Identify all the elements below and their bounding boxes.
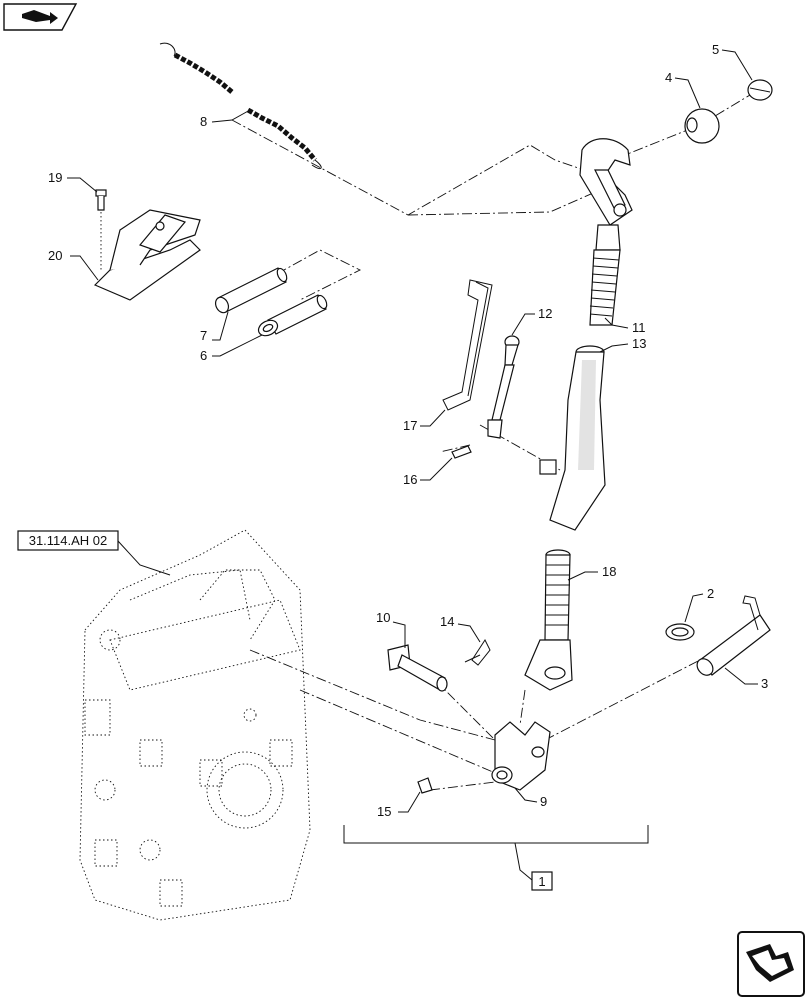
reference-tag-text: 31.114.AH 02 (29, 533, 108, 548)
callout-11[interactable]: 11 (632, 320, 646, 335)
callout-4[interactable]: 4 (665, 70, 672, 85)
bolt-part (95, 189, 107, 270)
book-arrow-icon[interactable] (3, 3, 78, 31)
next-page-arrow-icon[interactable] (737, 931, 805, 997)
ring-part (665, 623, 695, 641)
small-pin-part (451, 445, 472, 459)
callout-2[interactable]: 2 (707, 586, 714, 601)
top-link-hook-part (579, 138, 633, 326)
spring-pin-part (464, 638, 491, 666)
tube-part (539, 345, 606, 531)
yoke-part (491, 721, 551, 791)
callout-13[interactable]: 13 (632, 336, 646, 351)
ball-part (684, 108, 720, 144)
chain-part (159, 42, 322, 170)
callout-3[interactable]: 3 (761, 676, 768, 691)
bracket-part (93, 209, 201, 301)
callout-15[interactable]: 15 (377, 804, 391, 819)
pin-part-7 (214, 267, 288, 314)
connection-lines (229, 94, 751, 791)
callout-9[interactable]: 9 (540, 794, 547, 809)
callout-18[interactable]: 18 (602, 564, 616, 579)
lower-rod-part (524, 549, 573, 691)
clip-part (747, 79, 773, 101)
wire-clip-part (442, 279, 493, 411)
leader-lines (67, 49, 758, 813)
callout-14[interactable]: 14 (440, 614, 454, 629)
pin-part-10 (387, 644, 448, 692)
pin-part-6 (257, 294, 328, 337)
locking-pin-part (487, 335, 520, 439)
callout-17[interactable]: 17 (403, 418, 417, 433)
callout-7[interactable]: 7 (200, 328, 207, 343)
pin-part-3 (696, 595, 771, 676)
callout-12[interactable]: 12 (538, 306, 552, 321)
assembly-bracket (343, 825, 649, 881)
callout-1[interactable]: 1 (531, 871, 553, 891)
callout-10[interactable]: 10 (376, 610, 390, 625)
reference-tag[interactable]: 31.114.AH 02 (17, 530, 119, 551)
callout-19[interactable]: 19 (48, 170, 62, 185)
callout-16[interactable]: 16 (403, 472, 417, 487)
screw-part (417, 777, 433, 794)
callout-20[interactable]: 20 (48, 248, 62, 263)
callout-8[interactable]: 8 (200, 114, 207, 129)
gearbox-housing (79, 529, 311, 921)
svg-text:1: 1 (538, 874, 545, 889)
callout-6[interactable]: 6 (200, 348, 207, 363)
callout-5[interactable]: 5 (712, 42, 719, 57)
